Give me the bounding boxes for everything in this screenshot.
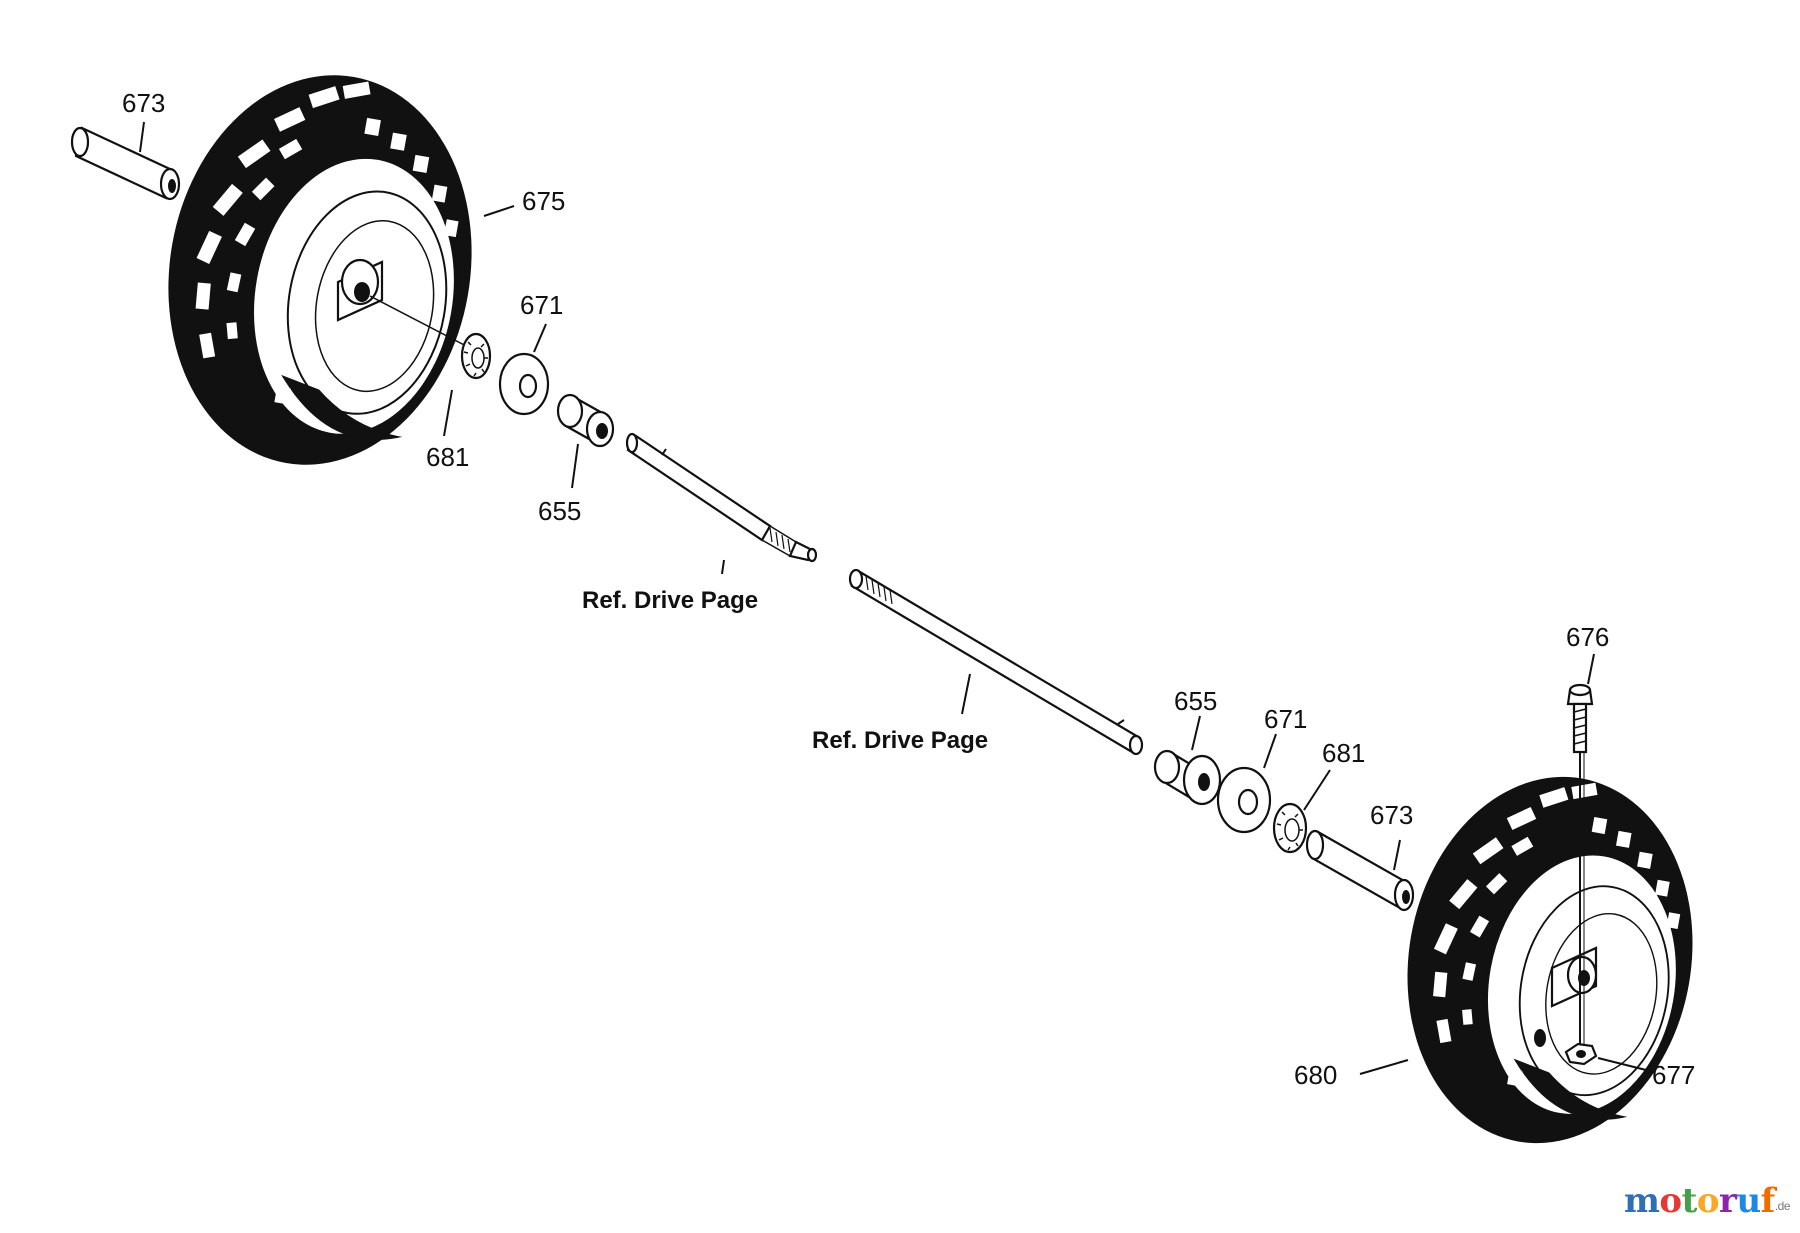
left-wheel-hub [336, 258, 384, 322]
watermark-logo: motoruf.de [1623, 1181, 1791, 1221]
lock-washer-681-upper [460, 332, 492, 380]
callout-677: 677 [1652, 1060, 1695, 1090]
left-wheel [136, 49, 504, 491]
callout-681-upper: 681 [426, 442, 469, 472]
right-wheel-hub [1534, 946, 1598, 1047]
axle-line-left [369, 295, 471, 349]
right-wheel [1377, 752, 1723, 1168]
ref-drive-page-lower: Ref. Drive Page [812, 727, 988, 754]
callout-673-upper: 673 [122, 88, 165, 118]
callout-671-lower: 671 [1264, 704, 1307, 734]
lock-washer-681-lower [1272, 802, 1308, 854]
flat-washer-671-lower [1216, 766, 1272, 834]
nut-677 [1564, 1042, 1598, 1066]
wm-letter-f: f [1760, 1181, 1776, 1221]
wm-letter-r: r [1719, 1181, 1737, 1221]
wm-letter-u: u [1736, 1181, 1761, 1221]
ref-drive-page-upper: Ref. Drive Page [582, 587, 758, 614]
callout-655-upper: 655 [538, 496, 581, 526]
callout-676: 676 [1566, 622, 1609, 652]
lower-axle-shaft [848, 568, 1144, 756]
upper-axle-shaft [625, 432, 818, 563]
callout-680: 680 [1294, 1060, 1337, 1090]
wm-letter-o2: o [1696, 1181, 1720, 1221]
wm-letter-m: m [1623, 1181, 1660, 1221]
callout-675: 675 [522, 186, 565, 216]
flat-washer-671-upper [498, 352, 550, 416]
leader-lines [139, 121, 1647, 1075]
wm-letter-t: t [1681, 1181, 1698, 1221]
spacer-673-upper [70, 126, 181, 201]
wm-suffix: .de [1774, 1199, 1791, 1213]
callout-671-upper: 671 [520, 290, 563, 320]
bushing-655-lower [1153, 749, 1222, 806]
callout-673-lower: 673 [1370, 800, 1413, 830]
spacer-673-lower [1305, 829, 1415, 912]
bolt-676 [1566, 683, 1594, 1052]
wm-letter-o1: o [1659, 1181, 1682, 1221]
callout-681-lower: 681 [1322, 738, 1365, 768]
callout-655-lower: 655 [1174, 686, 1217, 716]
bushing-655-upper [556, 393, 615, 448]
